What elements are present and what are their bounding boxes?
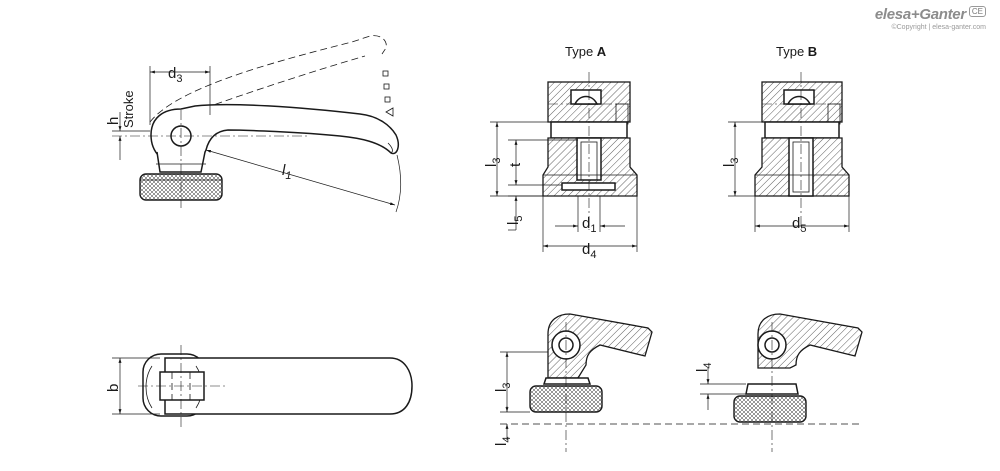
lever-side-view: d3 h Stroke l1 <box>105 35 401 213</box>
dim-h-label: h <box>105 117 122 125</box>
dim-l3-label-b: l3 <box>721 158 741 167</box>
clamping-comparison-view: l3 l4 l4 <box>493 313 863 452</box>
type-b-section: Type B l3 d5 <box>721 44 850 235</box>
dim-d5-label: d5 <box>792 215 806 235</box>
dim-l4-label-left: l4 <box>493 437 513 446</box>
type-a-section: Type A l3 t l5 d1 <box>483 44 638 261</box>
brand-name: elesa+Ganter <box>874 6 966 23</box>
dim-l5-label: l5 <box>505 216 525 225</box>
dim-d4-label: d4 <box>582 241 596 261</box>
knurled-knob-right <box>733 395 807 423</box>
dim-d3-label: d3 <box>168 65 182 85</box>
dim-b-label: b <box>105 384 122 392</box>
dim-l3-label-a: l3 <box>483 158 503 167</box>
lever-top-view: b <box>105 345 413 427</box>
dim-t-label: t <box>507 162 524 167</box>
ce-mark-icon: CE <box>968 6 986 17</box>
dim-l4-label-right: l4 <box>694 363 714 372</box>
rotation-indicator-icon <box>382 70 394 117</box>
dim-d1-label: d1 <box>582 215 596 235</box>
dim-l3-label-clamp: l3 <box>493 383 513 392</box>
dim-stroke-label: Stroke <box>121 90 136 128</box>
dim-l1-label: l1 <box>282 162 291 182</box>
brand-copyright: ©Copyright | elesa-ganter.com <box>891 24 986 31</box>
type-b-title: Type B <box>776 44 817 59</box>
type-a-title: Type A <box>565 44 607 59</box>
